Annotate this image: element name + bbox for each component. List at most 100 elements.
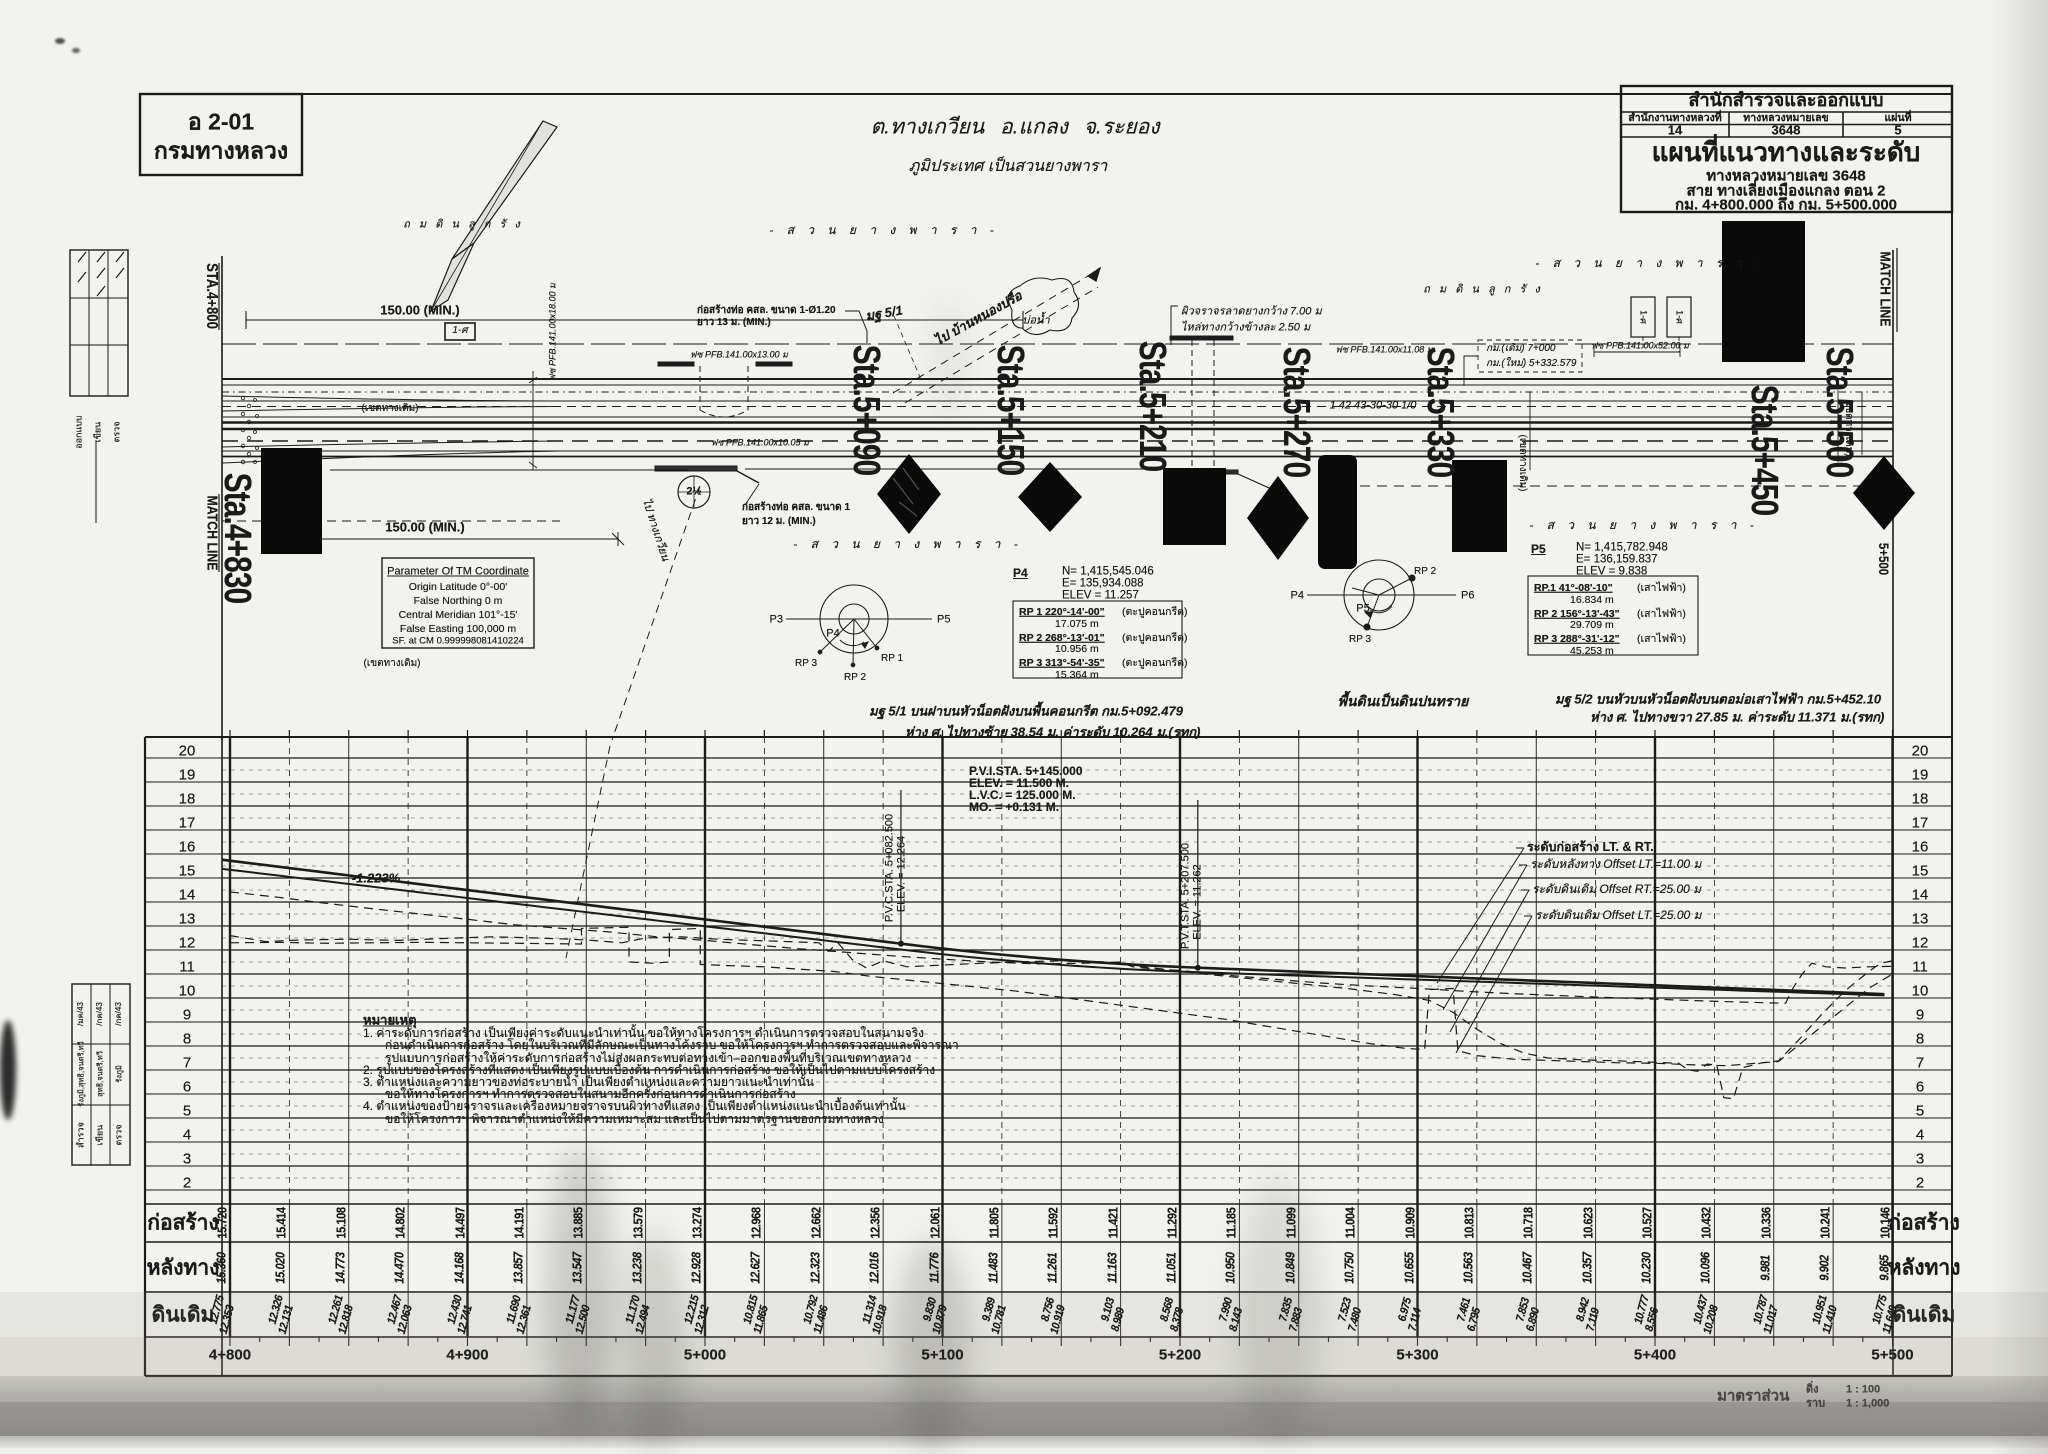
construction-value-26: 10.336 (1758, 1207, 1774, 1239)
shoulder-value-17: 10.950 (1222, 1252, 1238, 1284)
elev-label-right-10: 10 (1911, 982, 1929, 1000)
plan-station-3: Sta.5+210 (1131, 340, 1173, 472)
sign-bottom-name-1: สุทธิ,จนตรี,ทวี (95, 1051, 105, 1097)
titleblock-col1-value: 14 (1667, 122, 1683, 138)
bm1-line1: มฐ 5/1 บนฝาบนหัวน็อตฝังบนพื้นคอนกรีต กม.… (869, 703, 1183, 719)
p5-elev: ELEV = 9.838 (1576, 565, 1648, 578)
elev-label-right-15: 15 (1911, 862, 1929, 880)
p5-n: N= 1,415,782.948 (1576, 541, 1668, 554)
station-axis-5: 5+300 (1396, 1346, 1439, 1364)
p4-rp-ref-1: (ตะปูคอนกรีต) (1122, 631, 1188, 644)
param-l3: Central Meridian 101°-15' (398, 608, 518, 621)
elev-label-left-12: 12 (178, 934, 196, 952)
sign-bottom-date-0: /มค/43 (76, 1002, 85, 1026)
elev-label-right-18: 18 (1911, 790, 1929, 808)
construction-value-14: 11.592 (1045, 1207, 1061, 1239)
construction-value-6: 13.885 (570, 1207, 586, 1239)
p5-pt-left: P4 (1290, 589, 1304, 602)
north-arrow-icon (429, 120, 558, 313)
titleblock-highway: ทางหลวงหมายเลข 3648 (1706, 167, 1866, 185)
elev-label-right-17: 17 (1911, 814, 1929, 832)
culvert-circle-label: 2½ (686, 485, 702, 498)
p4-rp2: RP 2 (843, 672, 867, 683)
p5-rp-ref-2: (เสาไฟฟ้า) (1637, 632, 1686, 645)
km-new: กม.(ใหม่) 5+332.579 (1486, 358, 1577, 369)
titleblock-bureau: สำนักสำรวจและออกแบบ (1688, 90, 1884, 110)
p5-name: P5 (1531, 542, 1546, 556)
elev-label-left-16: 16 (178, 838, 196, 856)
title-block-lines (1619, 84, 1954, 214)
titleblock-km: กม. 4+800.000 ถึง กม. 5+500.000 (1675, 196, 1897, 214)
match-right-label: MATCH LINE (1876, 251, 1894, 327)
elev-label-right-11: 11 (1912, 958, 1928, 976)
shoulder-value-10: 12.323 (807, 1252, 823, 1284)
plan-station-7: Sta.5+500 (1818, 346, 1860, 478)
p4-rp-line-0: RP 1 220°-14'-00" (1019, 605, 1105, 618)
surface-line1: ผิวจราจรลาดยางกว้าง 7.00 ม (1181, 305, 1322, 318)
redactions (261, 221, 1915, 569)
p5-rp-dist-0: 16.834 m (1570, 593, 1614, 606)
rowlimit-2: (เขตทางเดิม) (363, 658, 421, 669)
titleblock-section: สาย ทางเลี่ยงเมืองแกลง ตอน 2 (1686, 182, 1886, 200)
elev-label-left-10: 10 (178, 982, 196, 1000)
shoulder-value-26: 9.981 (1757, 1255, 1773, 1281)
p4-e: E= 135,934.088 (1062, 577, 1144, 590)
construction-value-27: 10.241 (1817, 1207, 1833, 1239)
redaction-rect-4 (1452, 460, 1507, 552)
notes-header: หมายเหตุ (363, 1012, 417, 1028)
sign-box-1 (444, 322, 476, 341)
shoulder-value-11: 12.016 (866, 1252, 882, 1284)
culvert2-line2: ยาว 12 ม. (MIN.) (742, 516, 816, 527)
elev-label-right-12: 12 (1911, 934, 1929, 952)
rowlimit-3: (เขตทางเดิม) (1517, 434, 1528, 492)
construction-value-3: 14.802 (392, 1207, 408, 1239)
station-axis-0: 4+800 (208, 1346, 252, 1364)
elev-label-left-18: 18 (178, 790, 196, 808)
station-axis-6: 5+400 (1633, 1346, 1677, 1364)
pond-label: บ่อน้ำ (1022, 314, 1050, 327)
redaction-diamond-2 (1018, 462, 1082, 532)
p4-diagram (786, 584, 932, 668)
elev-label-right-9: 9 (1915, 1006, 1925, 1024)
station-axis-4: 5+200 (1158, 1346, 1202, 1364)
shoulder-value-23: 10.357 (1579, 1252, 1595, 1284)
pvi-line-2: L.V.C. = 125.000 M. (969, 788, 1076, 802)
plan-station-5: Sta.5+330 (1419, 346, 1461, 478)
culvert1-line2: ยาว 13 ม. (MIN.) (697, 317, 771, 328)
dim-line-top (245, 311, 1024, 329)
shoulder-value-25: 10.096 (1697, 1252, 1713, 1284)
construction-value-20: 10.909 (1402, 1207, 1417, 1239)
p5-rp3: RP 3 (1348, 634, 1372, 645)
note-line-1: ก่อนดำเนินการก่อสร้าง โดยในบริเวณที่มีลั… (385, 1038, 959, 1053)
fz-label-4: ฟซ PFB.141.00x11.08 ม (1335, 344, 1433, 355)
construction-value-10: 12.662 (808, 1207, 824, 1239)
construction-value-28: 10.146 (1877, 1207, 1892, 1239)
plan-station-0: Sta.4+830 (216, 472, 258, 604)
construction-value-8: 13.274 (689, 1207, 705, 1239)
p4-pt-right: P5 (937, 613, 951, 626)
p5-rp-dist-1: 29.709 m (1570, 618, 1614, 631)
elev-label-left-17: 17 (178, 814, 196, 832)
note-line-6: 4. ตำแหน่งของป้ายจราจรและเครื่องหมายจราจ… (363, 1099, 906, 1114)
p4-rp1: RP 1 (880, 653, 904, 664)
scale-title: มาตราส่วน (1717, 1387, 1790, 1405)
p5-rp-ref-0: (เสาไฟฟ้า) (1637, 581, 1686, 594)
fz-label-3: ฟซ PFB.141.00x10.05 ม (711, 437, 809, 448)
rowlimit-1: (เขตทางเดิม) (361, 403, 419, 414)
rubber-label-2: - ส ว น ย า ง พ า ร า - (793, 537, 1023, 551)
pvi-line-0: P.V.I.STA. 5+145.000 (969, 764, 1083, 778)
branch-road-ne (892, 275, 1099, 404)
shoulder-value-6: 13.547 (569, 1252, 585, 1284)
p4-rp-box (1012, 600, 1183, 679)
laterite-label-1: ถ ม ดิ น ลู ก รั ง (403, 218, 523, 231)
elev-label-right-20: 20 (1911, 742, 1929, 760)
legend-ground-rt: ระดับดินเดิม Offset RT.=25.00 ม (1532, 882, 1702, 896)
param-l1: Origin Latitude 0°-00' (408, 580, 508, 593)
shoulder-value-4: 14.168 (451, 1252, 466, 1284)
legend-ground-lt: ระดับดินเดิม Offset LT.=25.00 ม (1535, 908, 1702, 922)
sign-bottom-role-2: ตรวจ (113, 1124, 124, 1146)
elev-label-right-7: 7 (1915, 1054, 1925, 1072)
shoulder-value-1: 15.020 (272, 1252, 288, 1284)
